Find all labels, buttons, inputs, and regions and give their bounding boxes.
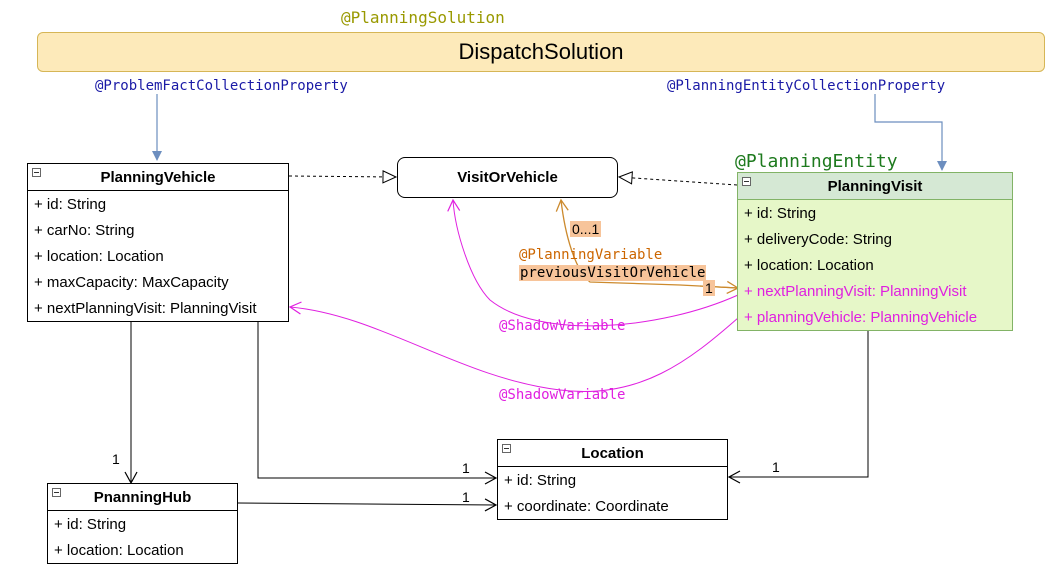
solution-class-name: DispatchSolution xyxy=(458,39,624,64)
vehicle-location-multiplicity: 1 xyxy=(462,460,470,476)
field-row: + maxCapacity: MaxCapacity xyxy=(34,273,229,291)
planning-solution-annotation: @PlanningSolution xyxy=(341,8,505,27)
shadow-variable-edge-1 xyxy=(447,198,739,327)
visit-implements-edge xyxy=(617,171,738,186)
field-row: + location: Location xyxy=(744,256,874,274)
class-name: PlanningVehicle xyxy=(100,168,216,186)
collapse-icon[interactable] xyxy=(32,168,41,177)
class-header: PlanningVehicle xyxy=(28,164,288,191)
interface-name: VisitOrVehicle xyxy=(457,169,558,186)
problem-fact-annotation: @ProblemFactCollectionProperty xyxy=(95,78,348,94)
entity-collection-connector xyxy=(874,94,947,171)
collapse-icon[interactable] xyxy=(52,488,61,497)
field-row: + deliveryCode: String xyxy=(744,230,892,248)
class-header: PlanningVisit xyxy=(738,173,1012,200)
location-class[interactable]: Location + id: String + coordinate: Coor… xyxy=(497,439,728,520)
collapse-icon[interactable] xyxy=(742,177,751,186)
dispatch-solution-class[interactable]: DispatchSolution xyxy=(37,32,1045,72)
vehicle-implements-edge xyxy=(288,170,398,184)
shadow-variable-label-2: @ShadowVariable xyxy=(499,387,626,403)
field-row: + id: String xyxy=(54,515,127,533)
planning-visit-class[interactable]: PlanningVisit + id: String + deliveryCod… xyxy=(737,172,1013,331)
planning-variable-edge xyxy=(555,198,739,289)
planning-vehicle-class[interactable]: PlanningVehicle + id: String + carNo: St… xyxy=(27,163,289,322)
class-header: Location xyxy=(498,440,727,467)
planning-variable-target-multiplicity: 0...1 xyxy=(570,221,602,237)
planning-variable-name: previousVisitOrVehicle xyxy=(519,265,707,281)
shadow-variable-label-1: @ShadowVariable xyxy=(499,318,626,334)
shadow-field-row: + planningVehicle: PlanningVehicle xyxy=(744,308,978,326)
collapse-icon[interactable] xyxy=(502,444,511,453)
field-row: + id: String xyxy=(744,204,817,222)
planning-hub-class[interactable]: PnanningHub + id: String + location: Loc… xyxy=(47,483,238,564)
visit-or-vehicle-interface[interactable]: VisitOrVehicle xyxy=(397,157,618,198)
field-row: + id: String xyxy=(34,195,107,213)
class-name: PlanningVisit xyxy=(827,177,923,195)
field-row: + id: String xyxy=(504,471,577,489)
visit-location-edge xyxy=(727,328,869,484)
class-name: Location xyxy=(581,444,644,462)
field-row: + coordinate: Coordinate xyxy=(504,497,669,515)
entity-collection-annotation: @PlanningEntityCollectionProperty xyxy=(667,78,946,94)
class-header: PnanningHub xyxy=(48,484,237,511)
class-name: PnanningHub xyxy=(93,488,192,506)
hub-location-multiplicity: 1 xyxy=(462,489,470,505)
vehicle-hub-multiplicity: 1 xyxy=(112,451,120,467)
hub-location-edge xyxy=(237,498,498,512)
field-row: + location: Location xyxy=(34,247,164,265)
planning-entity-annotation: @PlanningEntity xyxy=(735,151,898,172)
field-row: + nextPlanningVisit: PlanningVisit xyxy=(34,299,257,317)
field-row: + location: Location xyxy=(54,541,184,559)
planning-variable-annotation: @PlanningVariable xyxy=(519,247,663,263)
visit-location-multiplicity: 1 xyxy=(772,459,780,475)
shadow-field-row: + nextPlanningVisit: PlanningVisit xyxy=(744,282,967,300)
planning-variable-source-multiplicity: 1 xyxy=(703,280,715,296)
shadow-variable-edge-2 xyxy=(288,301,739,392)
field-row: + carNo: String xyxy=(34,221,135,239)
vehicle-location-edge xyxy=(257,320,498,485)
